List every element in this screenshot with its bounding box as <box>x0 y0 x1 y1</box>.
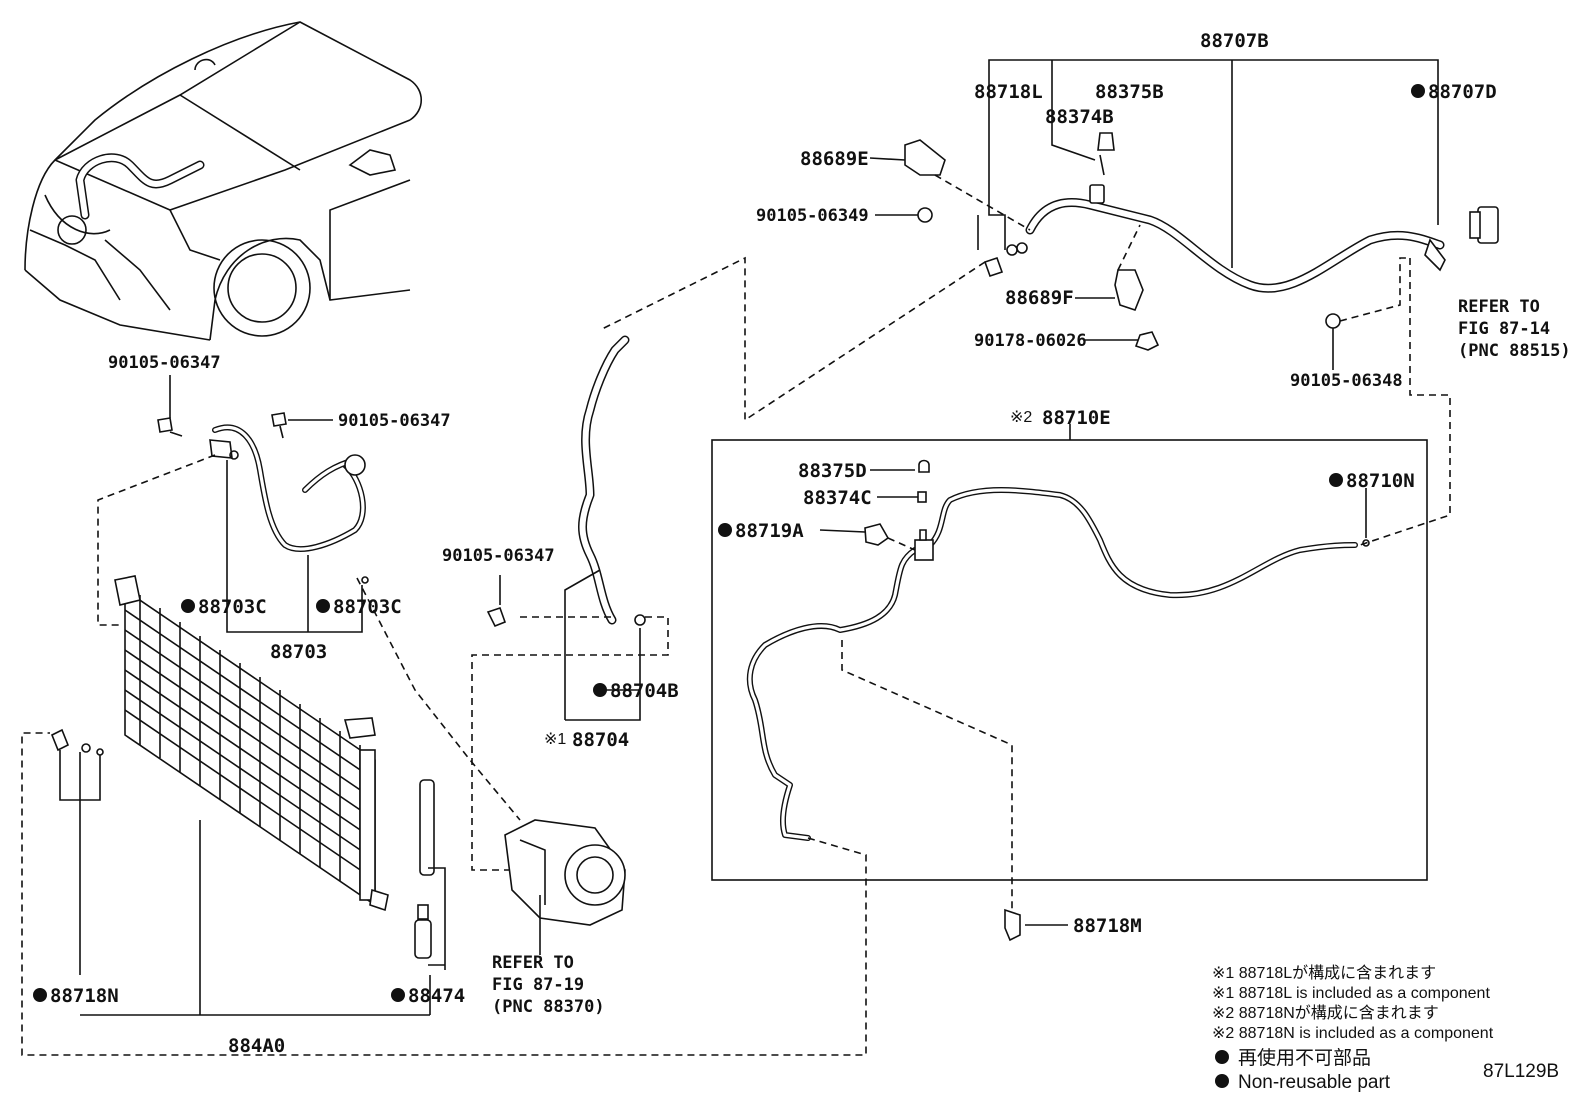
label-88718M: 88718M <box>1073 915 1142 937</box>
label-88718L: 88718L <box>974 81 1043 103</box>
non-reusable-marker-88704B <box>593 683 607 697</box>
label-88703C-a: 88703C <box>198 596 267 618</box>
label-88703C-b: 88703C <box>333 596 402 618</box>
label-90178-06026: 90178-06026 <box>974 331 1087 351</box>
label-88703: 88703 <box>270 641 327 663</box>
pipe-88710E-box <box>21 424 1428 1056</box>
label-884A0: 884A0 <box>228 1035 285 1057</box>
non-reusable-marker-88474 <box>391 988 405 1002</box>
non-reusable-marker-88703C-a <box>181 599 195 613</box>
label-88375D: 88375D <box>798 460 867 482</box>
condenser-884A0 <box>50 575 446 1016</box>
hose-88704-group <box>471 335 669 871</box>
vehicle-illustration <box>24 21 423 341</box>
non-reusable-marker-88707D <box>1411 84 1425 98</box>
legend-en: Non-reusable part <box>1238 1072 1391 1093</box>
pipe-88707B-group <box>904 59 1499 351</box>
label-88374B: 88374B <box>1045 106 1114 128</box>
label-88375B: 88375B <box>1095 81 1164 103</box>
label-88718N: 88718N <box>50 985 119 1007</box>
label-90105-06347-center: 90105-06347 <box>442 546 555 566</box>
non-reusable-marker-88719A <box>718 523 732 537</box>
non-reusable-marker-88718N <box>33 988 47 1002</box>
note-2-jp: ※2 88718Nが構成に含まれます <box>1212 1004 1439 1022</box>
label-88689E: 88689E <box>800 148 869 170</box>
label-88719A: 88719A <box>735 520 804 542</box>
label-88374C: 88374C <box>803 487 872 509</box>
label-90105-06348: 90105-06348 <box>1290 371 1403 391</box>
label-88707B: 88707B <box>1200 30 1269 52</box>
label-88710E-mark: ※2 <box>1010 409 1032 426</box>
label-88707D: 88707D <box>1428 81 1497 103</box>
label-90105-06347-mid: 90105-06347 <box>338 411 451 431</box>
refer-87-14-line3: (PNC 88515) <box>1458 341 1571 361</box>
label-88474: 88474 <box>408 985 465 1007</box>
figure-id: 87L129B <box>1483 1061 1559 1082</box>
refer-87-19-line3: (PNC 88370) <box>492 997 605 1017</box>
label-88704B: 88704B <box>610 680 679 702</box>
label-88704-mark: ※1 <box>544 731 566 748</box>
label-88689F: 88689F <box>1005 287 1074 309</box>
compressor <box>356 577 626 955</box>
hose-88703-group <box>97 375 369 633</box>
note-1-en: ※1 88718L is included as a component <box>1212 985 1490 1002</box>
legend-dot-jp <box>1215 1050 1229 1064</box>
refer-87-19-line2: FIG 87-19 <box>492 975 584 995</box>
note-2-en: ※2 88718N is included as a component <box>1212 1025 1494 1042</box>
non-reusable-marker-88703C-b <box>316 599 330 613</box>
note-1-jp: ※1 88718Lが構成に含まれます <box>1212 964 1436 982</box>
notes-legend: ※1 88718Lが構成に含まれます ※1 88718L is included… <box>1212 964 1559 1093</box>
label-88710N: 88710N <box>1346 470 1415 492</box>
label-88710E: 88710E <box>1042 407 1111 429</box>
refer-87-14-line1: REFER TO <box>1458 297 1540 317</box>
non-reusable-marker-88710N <box>1329 473 1343 487</box>
refer-87-19-line1: REFER TO <box>492 953 574 973</box>
label-90105-06349: 90105-06349 <box>756 206 869 226</box>
label-90105-06347-left: 90105-06347 <box>108 353 221 373</box>
legend-jp: 再使用不可部品 <box>1238 1047 1371 1069</box>
label-88704: 88704 <box>572 729 629 751</box>
leader-lines-top <box>599 157 1451 546</box>
refer-87-14-line2: FIG 87-14 <box>1458 319 1550 339</box>
legend-dot-en <box>1215 1074 1229 1088</box>
part-labels: 88707B 88718L 88375B 88374B 88707D 88689… <box>33 30 1571 1057</box>
